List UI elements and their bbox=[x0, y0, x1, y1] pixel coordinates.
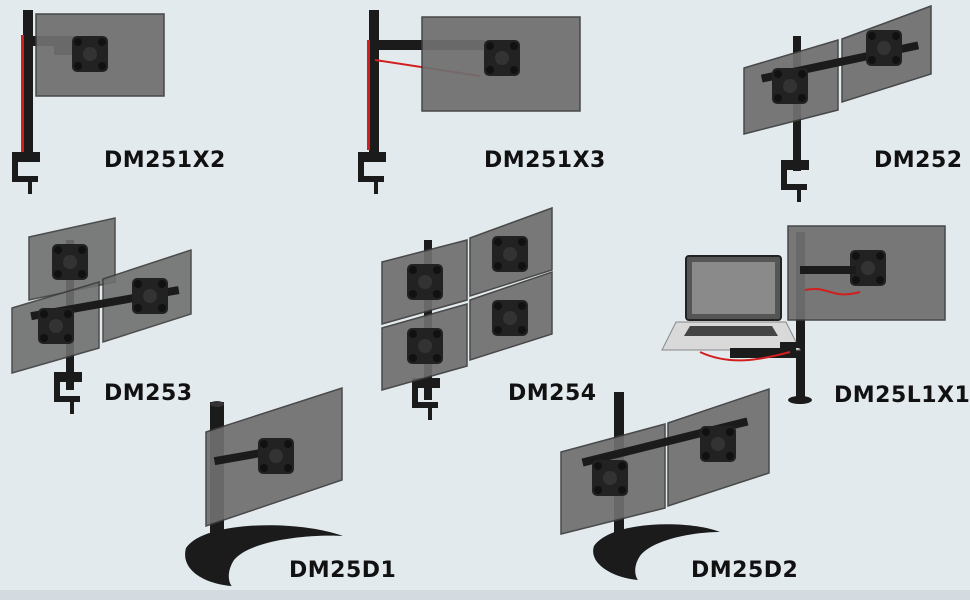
model-label-dm251x3: DM251X3 bbox=[484, 148, 606, 173]
model-label-dm253: DM253 bbox=[104, 381, 193, 406]
mount-dm252 bbox=[743, 4, 932, 202]
model-label-dm254: DM254 bbox=[508, 381, 597, 406]
mount-dm253 bbox=[11, 217, 192, 414]
mount-dm25d1 bbox=[185, 386, 343, 586]
mount-dm25d2 bbox=[560, 387, 770, 580]
mount-dm251x3 bbox=[358, 10, 581, 194]
model-label-dm251x2: DM251X2 bbox=[104, 148, 226, 173]
model-label-dm25l1x1: DM25L1X1 bbox=[834, 383, 970, 408]
model-label-dm25d2: DM25D2 bbox=[691, 558, 799, 583]
mount-dm25l1x1 bbox=[661, 225, 946, 404]
mount-dm254 bbox=[381, 206, 553, 420]
mount-dm251x2 bbox=[12, 10, 165, 194]
model-label-dm252: DM252 bbox=[874, 148, 963, 173]
model-label-dm25d1: DM25D1 bbox=[289, 558, 397, 583]
bottom-divider bbox=[0, 590, 970, 600]
